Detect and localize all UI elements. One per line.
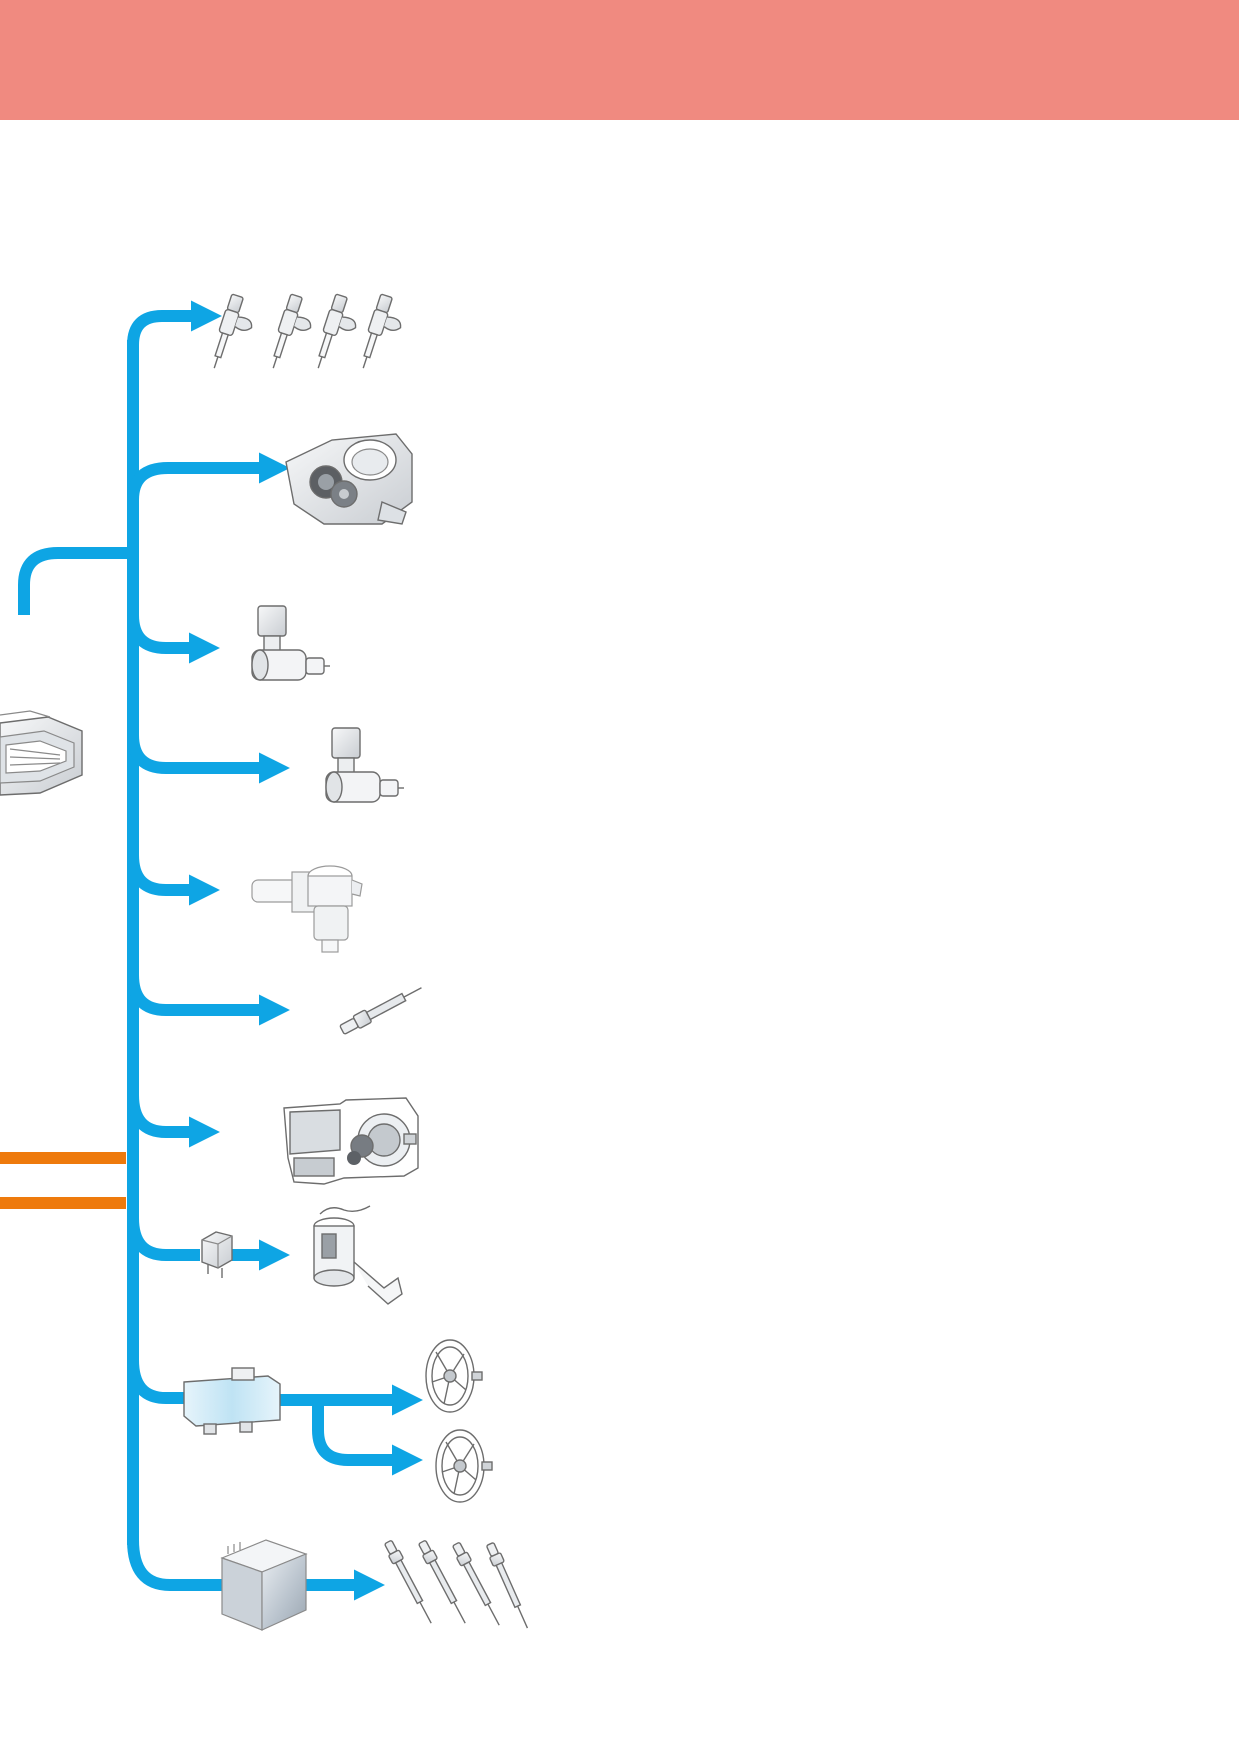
glow-plug-icon xyxy=(452,1542,500,1626)
radiator-fan-icon xyxy=(435,1429,493,1503)
solenoid-valve-icon xyxy=(251,605,330,681)
fan-control-unit-icon xyxy=(183,1367,281,1435)
injector-icon xyxy=(213,293,253,369)
branch-line-fuel-pump xyxy=(127,1217,200,1261)
solenoid-valve-icon xyxy=(325,727,404,803)
injector-icon xyxy=(362,293,402,369)
injector-icon xyxy=(317,293,357,369)
throttle-valve-module-icon xyxy=(285,433,413,525)
branch-line-fan-control xyxy=(127,1359,185,1404)
egr-valve-icon xyxy=(283,1097,419,1185)
injector-icon xyxy=(272,293,312,369)
signal-feed-line xyxy=(18,547,127,615)
pressure-control-valve-icon xyxy=(251,865,363,953)
glow-plug-icon xyxy=(384,1540,432,1624)
glow-time-control-unit-icon xyxy=(220,1539,308,1631)
branch-line-solenoid-valve-1 xyxy=(127,614,220,664)
branch-line-glow-plugs xyxy=(127,1539,230,1591)
branch-line-egr-valve xyxy=(127,1094,220,1148)
relay-icon xyxy=(201,1231,233,1278)
glow-plug-icon xyxy=(418,1540,466,1624)
glow-plug-icon xyxy=(486,1542,529,1629)
control-unit-connector-icon xyxy=(0,710,83,796)
radiator-fan-icon xyxy=(425,1339,483,1413)
fuel-pump-icon xyxy=(313,1205,403,1305)
glow-plug-icon xyxy=(339,987,422,1035)
branch-line-pressure-valve xyxy=(127,854,220,906)
branch-line-injectors xyxy=(127,300,222,346)
branch-line-glow-plug xyxy=(127,974,290,1026)
branch-line-solenoid-valve-2 xyxy=(127,734,290,784)
branch-line-throttle-valve xyxy=(127,452,290,501)
header-band xyxy=(0,0,1239,120)
fan-line-2 xyxy=(312,1400,423,1476)
